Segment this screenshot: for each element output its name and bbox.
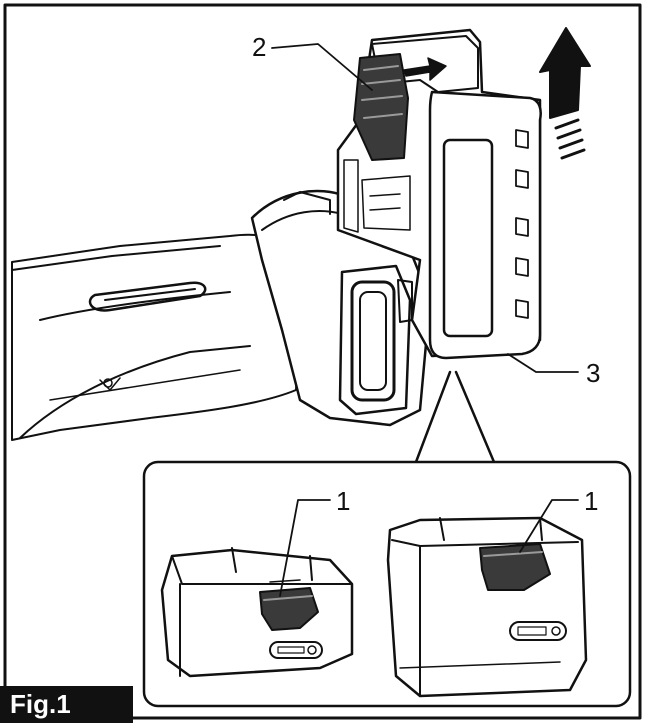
callout-2-leader [271, 43, 373, 91]
callout-1-right-leader [519, 499, 579, 553]
callout-1-left-leader [279, 499, 331, 597]
callout-2-label: 2 [252, 32, 267, 62]
zoom-pointer [414, 370, 496, 464]
callout-1-left-label: 1 [336, 486, 351, 516]
slide-up-arrow-icon [539, 27, 591, 160]
battery-small [160, 547, 354, 678]
battery-large [386, 516, 588, 698]
callout-3-leader [507, 353, 579, 373]
callout-3-label: 3 [586, 358, 601, 388]
battery-cartridge [336, 28, 542, 360]
figure-frame [3, 3, 642, 720]
figure-label: Fig.1 [0, 686, 133, 723]
callout-1-right-label: 1 [584, 486, 599, 516]
